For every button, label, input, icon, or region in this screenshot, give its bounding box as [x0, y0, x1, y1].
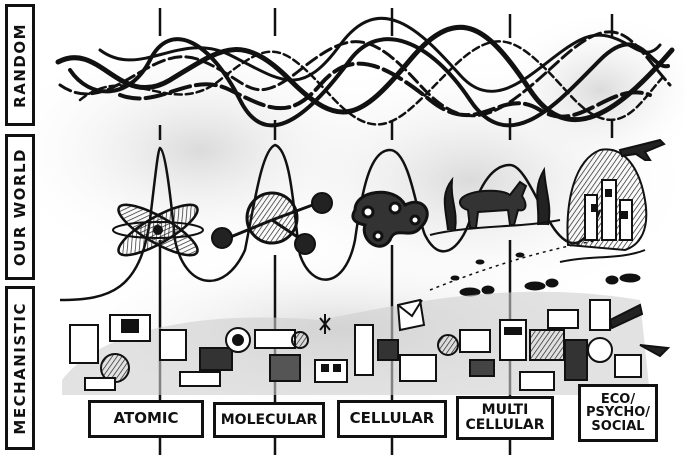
scale-label-cellular: CELLULAR	[337, 400, 447, 438]
airplane-icon	[618, 138, 666, 161]
row-label-random-text: RANDOM	[11, 22, 29, 108]
molecule-illustration	[211, 191, 333, 255]
scale-label-atomic-text: ATOMIC	[113, 409, 179, 428]
eco-city-illustration	[559, 138, 666, 263]
row-label-our-world-text: OUR WORLD	[11, 147, 29, 267]
atom-illustration	[112, 203, 204, 257]
scale-label-eco-psycho-social: ECO/ PSYCHO/ SOCIAL	[578, 384, 658, 442]
scale-label-molecular: MOLECULAR	[213, 402, 325, 438]
scale-label-cellular-text: CELLULAR	[349, 409, 435, 428]
our-world-curve	[59, 143, 602, 302]
scale-label-multicellular: MULTI CELLULAR	[456, 396, 554, 440]
multicellular-illustration	[429, 166, 561, 236]
scale-label-multicellular-text: MULTI CELLULAR	[465, 402, 545, 433]
scale-label-atomic: ATOMIC	[88, 400, 204, 438]
row-label-our-world: OUR WORLD	[5, 134, 35, 280]
scale-label-eco-psycho-social-text: ECO/ PSYCHO/ SOCIAL	[585, 391, 651, 434]
mechanistic-machinery	[62, 291, 671, 395]
row-label-mechanistic-text: MECHANISTIC	[11, 301, 29, 435]
random-tangled-strands	[55, 16, 675, 128]
scale-label-molecular-text: MOLECULAR	[220, 411, 318, 428]
row-label-random: RANDOM	[5, 4, 35, 126]
cell-illustration	[351, 190, 429, 248]
row-label-mechanistic: MECHANISTIC	[5, 286, 35, 450]
